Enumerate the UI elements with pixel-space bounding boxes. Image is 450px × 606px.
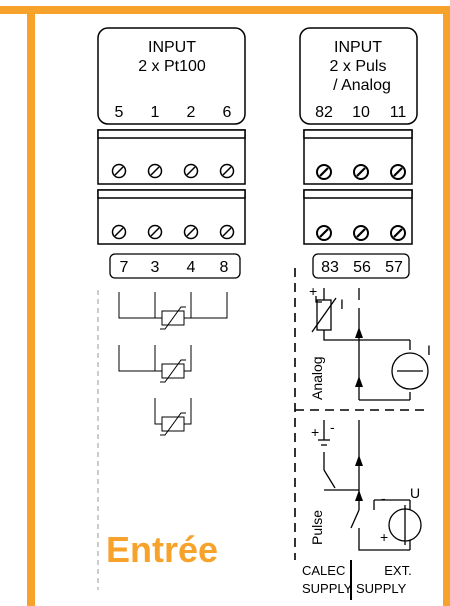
left-top-terminal: 6 — [223, 104, 232, 121]
right-bottom-terminal: 83 — [321, 259, 339, 276]
left-title-line1: INPUT — [148, 39, 196, 56]
calec-supply-line1: CALEC — [302, 563, 345, 578]
screw-icon — [353, 225, 369, 241]
left-bottom-terminal: 7 — [120, 259, 129, 276]
pulse-minus-sign-2: - — [381, 490, 386, 506]
pt100-2wire-connection — [154, 398, 192, 436]
left-top-terminal: 1 — [151, 104, 160, 121]
screw-icon — [219, 163, 235, 179]
caption-entree: Entrée — [106, 529, 218, 570]
screw-icon — [147, 163, 163, 179]
right-title-line3: / Analog — [333, 77, 391, 94]
screw-icon — [183, 224, 199, 240]
analog-label: Analog — [309, 356, 325, 400]
right-title-line2: 2 x Puls — [330, 58, 387, 75]
pt100-4wire-connection — [118, 292, 228, 330]
screw-icon — [316, 164, 332, 180]
left-header-box — [97, 27, 246, 125]
arrow-icon — [355, 490, 363, 501]
screw-icon — [111, 163, 127, 179]
screw-icon — [353, 164, 369, 180]
right-title-line1: INPUT — [334, 39, 382, 56]
calec-supply-line2: SUPPLY — [302, 581, 353, 596]
ext-supply-line1: EXT. — [384, 563, 411, 578]
screw-icon — [219, 224, 235, 240]
right-top-terminal: 11 — [390, 104, 407, 121]
arrow-icon — [355, 455, 363, 466]
analog-source-current-symbol: I — [427, 342, 431, 358]
screw-icon — [147, 224, 163, 240]
analog-circuit — [311, 288, 429, 401]
right-header-box — [299, 27, 418, 125]
right-bottom-terminal: 56 — [353, 259, 371, 276]
pulse-voltage-symbol: U — [410, 485, 420, 501]
circuit-dashed-borders — [294, 268, 425, 560]
frame-right-bar — [443, 6, 450, 606]
pulse-plus-sign: + — [311, 424, 319, 440]
right-bottom-terminal: 57 — [385, 259, 403, 276]
left-terminal-label-box — [109, 253, 241, 279]
frame-top-bar — [0, 6, 450, 14]
screw-icon — [390, 164, 406, 180]
arrow-icon — [355, 327, 363, 338]
left-bottom-terminal: 8 — [220, 259, 229, 276]
pt100-3wire-connection — [118, 345, 192, 383]
left-title-line2: 2 x Pt100 — [138, 58, 206, 75]
pulse-circuit — [318, 420, 422, 551]
pulse-minus-sign: - — [330, 419, 335, 435]
left-bottom-terminal: 4 — [187, 259, 196, 276]
screw-icon — [316, 225, 332, 241]
analog-plus-sign: + — [309, 283, 317, 299]
arrow-icon — [355, 376, 363, 387]
screw-icon — [111, 224, 127, 240]
pulse-plus-sign-2: + — [380, 529, 388, 545]
right-top-terminal: 10 — [352, 104, 370, 121]
right-terminal-label-box — [312, 253, 410, 279]
pulse-label: Pulse — [309, 510, 325, 545]
analog-current-symbol: I — [340, 296, 344, 312]
screw-icon — [183, 163, 199, 179]
frame-left-bar — [27, 6, 35, 606]
left-top-terminal: 2 — [187, 104, 196, 121]
ext-supply-line2: SUPPLY — [356, 581, 407, 596]
left-bottom-terminal: 3 — [151, 259, 160, 276]
screw-icon — [390, 225, 406, 241]
left-top-terminal: 5 — [115, 104, 124, 121]
right-top-terminal: 82 — [315, 104, 333, 121]
